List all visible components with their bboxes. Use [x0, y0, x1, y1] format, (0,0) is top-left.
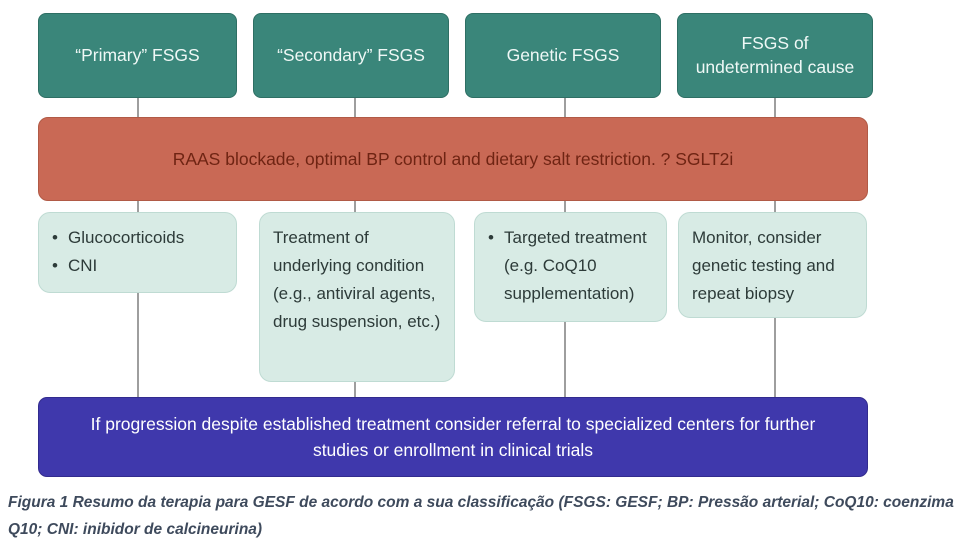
treatment-item-label: Glucocorticoids: [68, 228, 185, 247]
treatment-text: Monitor, consider genetic testing and re…: [692, 228, 835, 303]
classification-box-primary-fsgs: “Primary” FSGS: [38, 13, 237, 98]
treatment-box-3: • Targeted treatment (e.g. CoQ10 suppleme…: [474, 212, 667, 322]
treatment-text: Treatment of underlying condition (e.g.,…: [273, 228, 441, 331]
classification-label: “Secondary” FSGS: [277, 44, 425, 65]
classification-label: Genetic FSGS: [506, 44, 620, 65]
bullet-icon: •: [52, 256, 58, 275]
treatment-box-content: • Glucocorticoids • CNI: [52, 224, 223, 280]
classification-box-undetermined-fsgs: FSGS of undetermined cause: [677, 13, 873, 98]
raas-blockade-label: RAAS blockade, optimal BP control and di…: [172, 148, 734, 169]
bullet-icon: •: [52, 228, 58, 247]
treatment-bullet-item: • Glucocorticoids: [52, 224, 223, 252]
treatment-item-label: CNI: [68, 256, 98, 275]
treatment-box-content: • Targeted treatment (e.g. CoQ10 suppleme…: [488, 224, 653, 308]
treatment-box-2: Treatment of underlying condition (e.g.,…: [259, 212, 455, 382]
raas-blockade-box: RAAS blockade, optimal BP control and di…: [38, 117, 868, 201]
classification-label: “Primary” FSGS: [75, 44, 200, 65]
classification-label: FSGS of undetermined cause: [695, 32, 855, 77]
treatment-item-label: Targeted treatment (e.g. CoQ10 supplemen…: [504, 228, 647, 303]
treatment-bullet-item: • CNI: [52, 252, 223, 280]
bullet-icon: •: [488, 228, 494, 247]
figure-caption: Figura 1 Resumo da terapia para GESF de …: [8, 494, 954, 538]
classification-box-genetic-fsgs: Genetic FSGS: [465, 13, 661, 98]
classification-box-secondary-fsgs: “Secondary” FSGS: [253, 13, 449, 98]
treatment-box-4: Monitor, consider genetic testing and re…: [678, 212, 867, 318]
treatment-bullet-item: • Targeted treatment (e.g. CoQ10 suppleme…: [488, 224, 653, 308]
referral-label: If progression despite established treat…: [90, 414, 816, 460]
treatment-box-1: • Glucocorticoids • CNI: [38, 212, 237, 293]
referral-box: If progression despite established treat…: [38, 397, 868, 477]
